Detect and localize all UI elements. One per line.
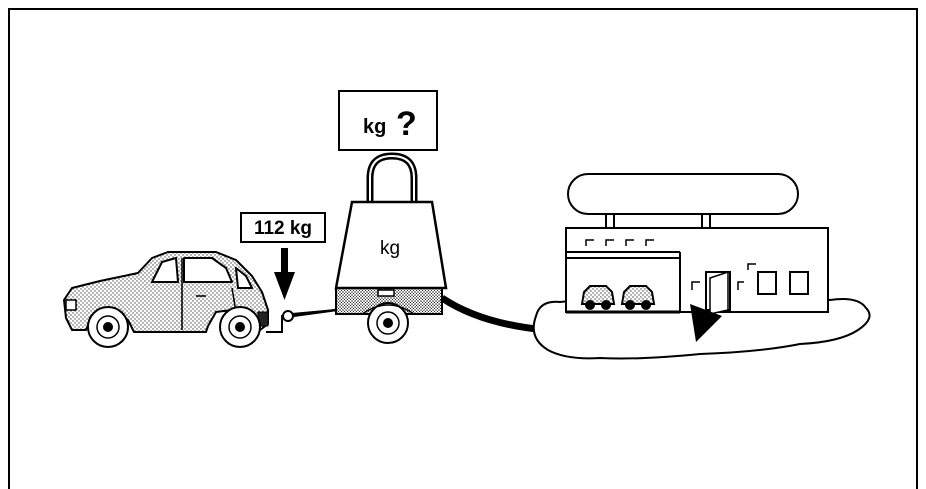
diagram-border	[8, 8, 918, 489]
station-window-2	[789, 271, 809, 295]
curved-arrow-head	[690, 304, 722, 342]
station-sign	[567, 173, 799, 215]
unknown-weight-label: kg ?	[338, 90, 438, 151]
parked-car-1	[580, 285, 616, 310]
unknown-weight-unit: kg	[363, 116, 386, 138]
trailer	[291, 287, 443, 344]
hitch-load-text: 112 kg	[254, 218, 312, 239]
down-arrow-icon	[274, 248, 295, 300]
weight-handle	[366, 152, 418, 204]
car	[63, 251, 269, 348]
hitch-load-label: 112 kg	[240, 212, 326, 243]
weight-body	[334, 200, 448, 290]
parked-car-2	[620, 285, 656, 310]
car-front-window	[183, 257, 233, 283]
station-window-1	[757, 271, 777, 295]
car-side-window	[235, 267, 253, 289]
weight-block: kg	[334, 152, 448, 290]
car-rear-window	[151, 257, 179, 283]
question-mark: ?	[396, 105, 417, 143]
weighing-station	[532, 173, 871, 360]
weight-unit-text: kg	[380, 238, 400, 259]
